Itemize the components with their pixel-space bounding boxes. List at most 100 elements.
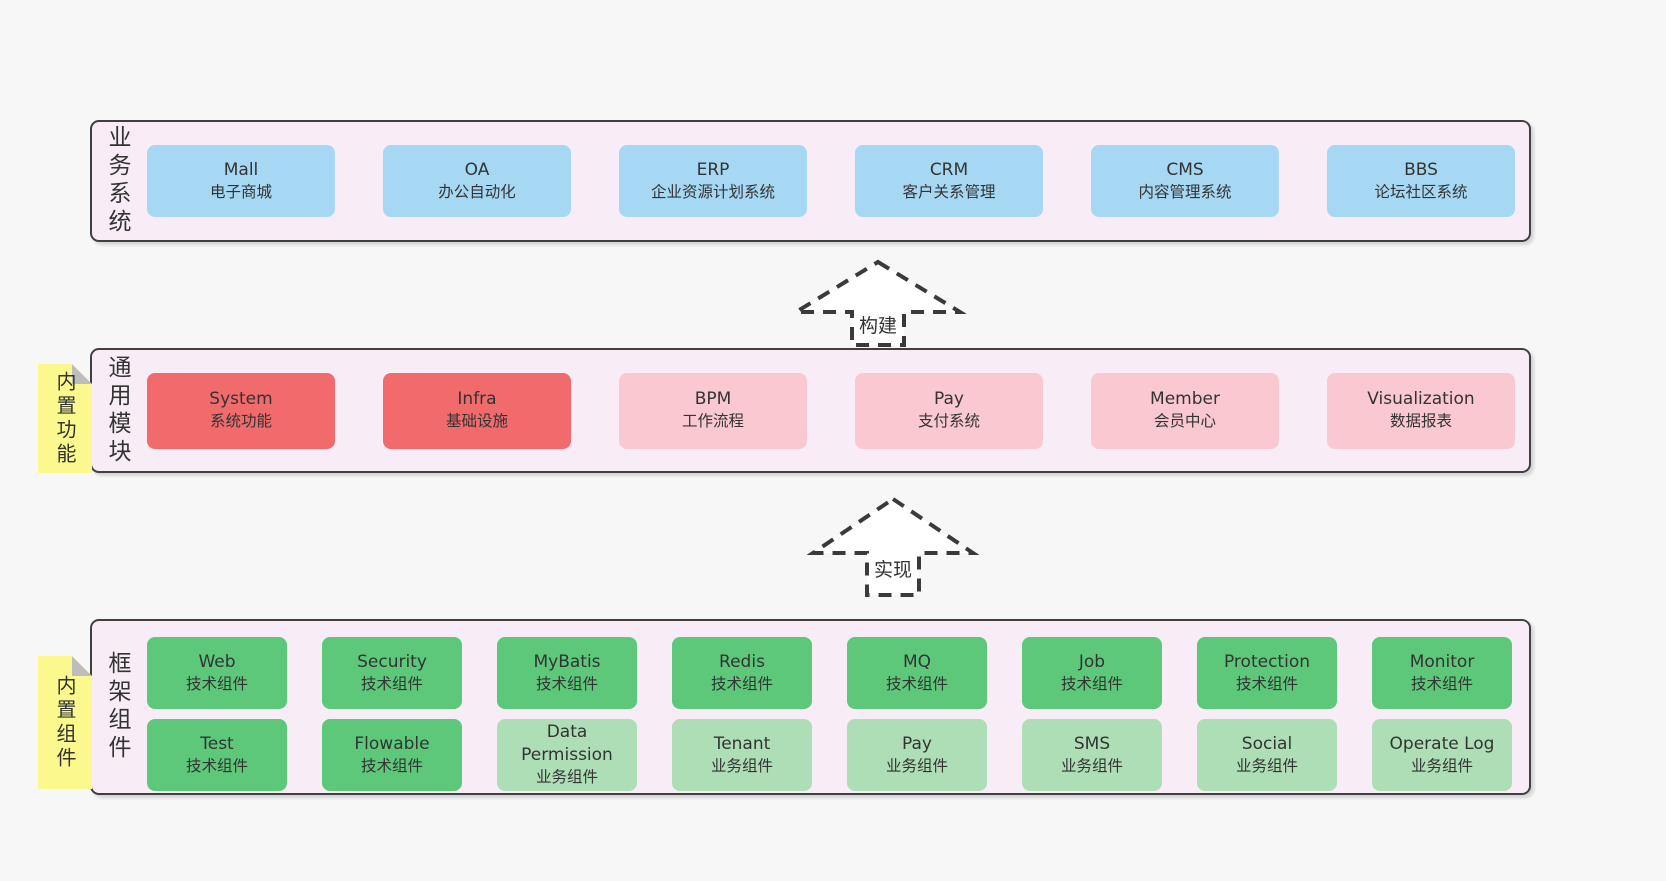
module-box-subtitle: 业务组件 bbox=[535, 768, 598, 787]
module-box-subtitle: 业务组件 bbox=[710, 756, 773, 775]
module-box-title: Data Permission bbox=[521, 722, 613, 766]
module-box-subtitle: 技术组件 bbox=[360, 756, 423, 775]
module-box-pay: Pay 支付系统 bbox=[855, 372, 1043, 449]
implement-arrow: 实现 bbox=[807, 495, 979, 599]
sticky-note-text: 内置功能 bbox=[53, 370, 77, 467]
module-box-subtitle: 业务组件 bbox=[1060, 756, 1123, 775]
module-box-subtitle: 系统功能 bbox=[209, 412, 272, 431]
band-business-systems-label: 业务系统 bbox=[104, 125, 130, 237]
module-box-title: Social bbox=[1241, 733, 1293, 754]
module-box-subtitle: 工作流程 bbox=[681, 412, 744, 431]
module-box-sms: SMS 业务组件 bbox=[1022, 719, 1162, 791]
module-box-data-permission: Data Permission 业务组件 bbox=[497, 719, 637, 791]
module-box-title: MyBatis bbox=[533, 651, 601, 672]
module-box-subtitle: 技术组件 bbox=[185, 756, 248, 775]
module-box-mall: Mall 电子商城 bbox=[147, 145, 335, 217]
module-box-mybatis: MyBatis 技术组件 bbox=[497, 637, 637, 709]
module-box-infra: Infra 基础设施 bbox=[383, 372, 571, 449]
module-box-web: Web 技术组件 bbox=[147, 637, 287, 709]
module-box-monitor: Monitor 技术组件 bbox=[1372, 637, 1512, 709]
module-box-title: SMS bbox=[1073, 733, 1111, 754]
up-arrow-icon bbox=[790, 259, 966, 347]
sticky-note-text: 内置组件 bbox=[53, 674, 77, 771]
module-box-subtitle: 会员中心 bbox=[1153, 412, 1216, 431]
module-box-subtitle: 数据报表 bbox=[1389, 412, 1452, 431]
common-modules-row: System 系统功能 Infra 基础设施 BPM 工作流程 Pay 支付系统 Member 会… bbox=[147, 372, 1515, 449]
module-box-cms: CMS 内容管理系统 bbox=[1091, 145, 1279, 217]
module-box-title: BBS bbox=[1404, 159, 1438, 180]
module-box-title: Member bbox=[1150, 389, 1220, 410]
module-box-subtitle: 技术组件 bbox=[535, 674, 598, 693]
module-box-subtitle: 技术组件 bbox=[1060, 674, 1123, 693]
folded-corner-icon bbox=[72, 656, 92, 676]
module-box-title: Infra bbox=[457, 389, 497, 410]
band-framework-components-label: 框架组件 bbox=[104, 651, 130, 763]
module-box-title: Mall bbox=[223, 159, 259, 180]
module-box-subtitle: 业务组件 bbox=[1235, 756, 1298, 775]
up-arrow-icon bbox=[807, 496, 979, 597]
module-box-subtitle: 基础设施 bbox=[445, 412, 508, 431]
module-box-security: Security 技术组件 bbox=[322, 637, 462, 709]
module-box-bpm: BPM 工作流程 bbox=[619, 372, 807, 449]
build-arrow: 构建 bbox=[790, 258, 966, 348]
module-box-title: Monitor bbox=[1409, 651, 1475, 672]
module-box-mq: MQ 技术组件 bbox=[847, 637, 987, 709]
sticky-note-built-in-features: 内置功能 bbox=[38, 364, 92, 473]
module-box-title: System bbox=[209, 389, 273, 410]
module-box-title: CMS bbox=[1166, 159, 1204, 180]
module-box-title: Pay bbox=[902, 733, 932, 754]
module-box-title: ERP bbox=[696, 159, 730, 180]
module-box-subtitle: 技术组件 bbox=[1235, 674, 1298, 693]
band-common-modules-label: 通用模块 bbox=[104, 354, 130, 467]
module-box-subtitle: 技术组件 bbox=[1410, 674, 1473, 693]
module-box-redis: Redis 技术组件 bbox=[672, 637, 812, 709]
module-box-subtitle: 技术组件 bbox=[710, 674, 773, 693]
module-box-subtitle: 客户关系管理 bbox=[902, 182, 996, 201]
module-box-tenant: Tenant 业务组件 bbox=[672, 719, 812, 791]
build-arrow-label: 构建 bbox=[857, 311, 899, 338]
module-box-subtitle: 电子商城 bbox=[209, 182, 272, 201]
module-box-oa: OA 办公自动化 bbox=[383, 145, 571, 217]
module-box-protection: Protection 技术组件 bbox=[1197, 637, 1337, 709]
module-box-subtitle: 业务组件 bbox=[1410, 756, 1473, 775]
module-box-operate-log: Operate Log 业务组件 bbox=[1372, 719, 1512, 791]
module-box-subtitle: 支付系统 bbox=[917, 412, 980, 431]
module-box-subtitle: 内容管理系统 bbox=[1138, 182, 1232, 201]
module-box-visualization: Visualization 数据报表 bbox=[1327, 372, 1515, 449]
module-box-title: Visualization bbox=[1367, 389, 1475, 410]
module-box-title: Operate Log bbox=[1389, 733, 1495, 754]
module-box-title: Web bbox=[198, 651, 236, 672]
implement-arrow-label: 实现 bbox=[872, 555, 914, 582]
module-box-title: Job bbox=[1078, 651, 1106, 672]
module-box-subtitle: 技术组件 bbox=[885, 674, 948, 693]
module-box-member: Member 会员中心 bbox=[1091, 372, 1279, 449]
module-box-title: Protection bbox=[1223, 651, 1310, 672]
module-box-system: System 系统功能 bbox=[147, 372, 335, 449]
band-common-modules: 通用模块 System 系统功能 Infra 基础设施 BPM 工作流程 Pay 支付系统 Me… bbox=[90, 348, 1531, 473]
module-box-subtitle: 技术组件 bbox=[185, 674, 248, 693]
module-box-social: Social 业务组件 bbox=[1197, 719, 1337, 791]
module-box-title: OA bbox=[464, 159, 490, 180]
module-box-title: Redis bbox=[719, 651, 765, 672]
module-box-title: MQ bbox=[902, 651, 932, 672]
module-box-subtitle: 技术组件 bbox=[360, 674, 423, 693]
module-box-flowable: Flowable 技术组件 bbox=[322, 719, 462, 791]
module-box-title: Tenant bbox=[713, 733, 771, 754]
module-box-title: BPM bbox=[694, 389, 732, 410]
module-box-title: Pay bbox=[934, 389, 964, 410]
module-box-title: Security bbox=[357, 651, 427, 672]
module-box-job: Job 技术组件 bbox=[1022, 637, 1162, 709]
module-box-subtitle: 办公自动化 bbox=[438, 182, 516, 201]
module-box-title: CRM bbox=[929, 159, 969, 180]
module-box-crm: CRM 客户关系管理 bbox=[855, 145, 1043, 217]
module-box-title: Flowable bbox=[354, 733, 430, 754]
